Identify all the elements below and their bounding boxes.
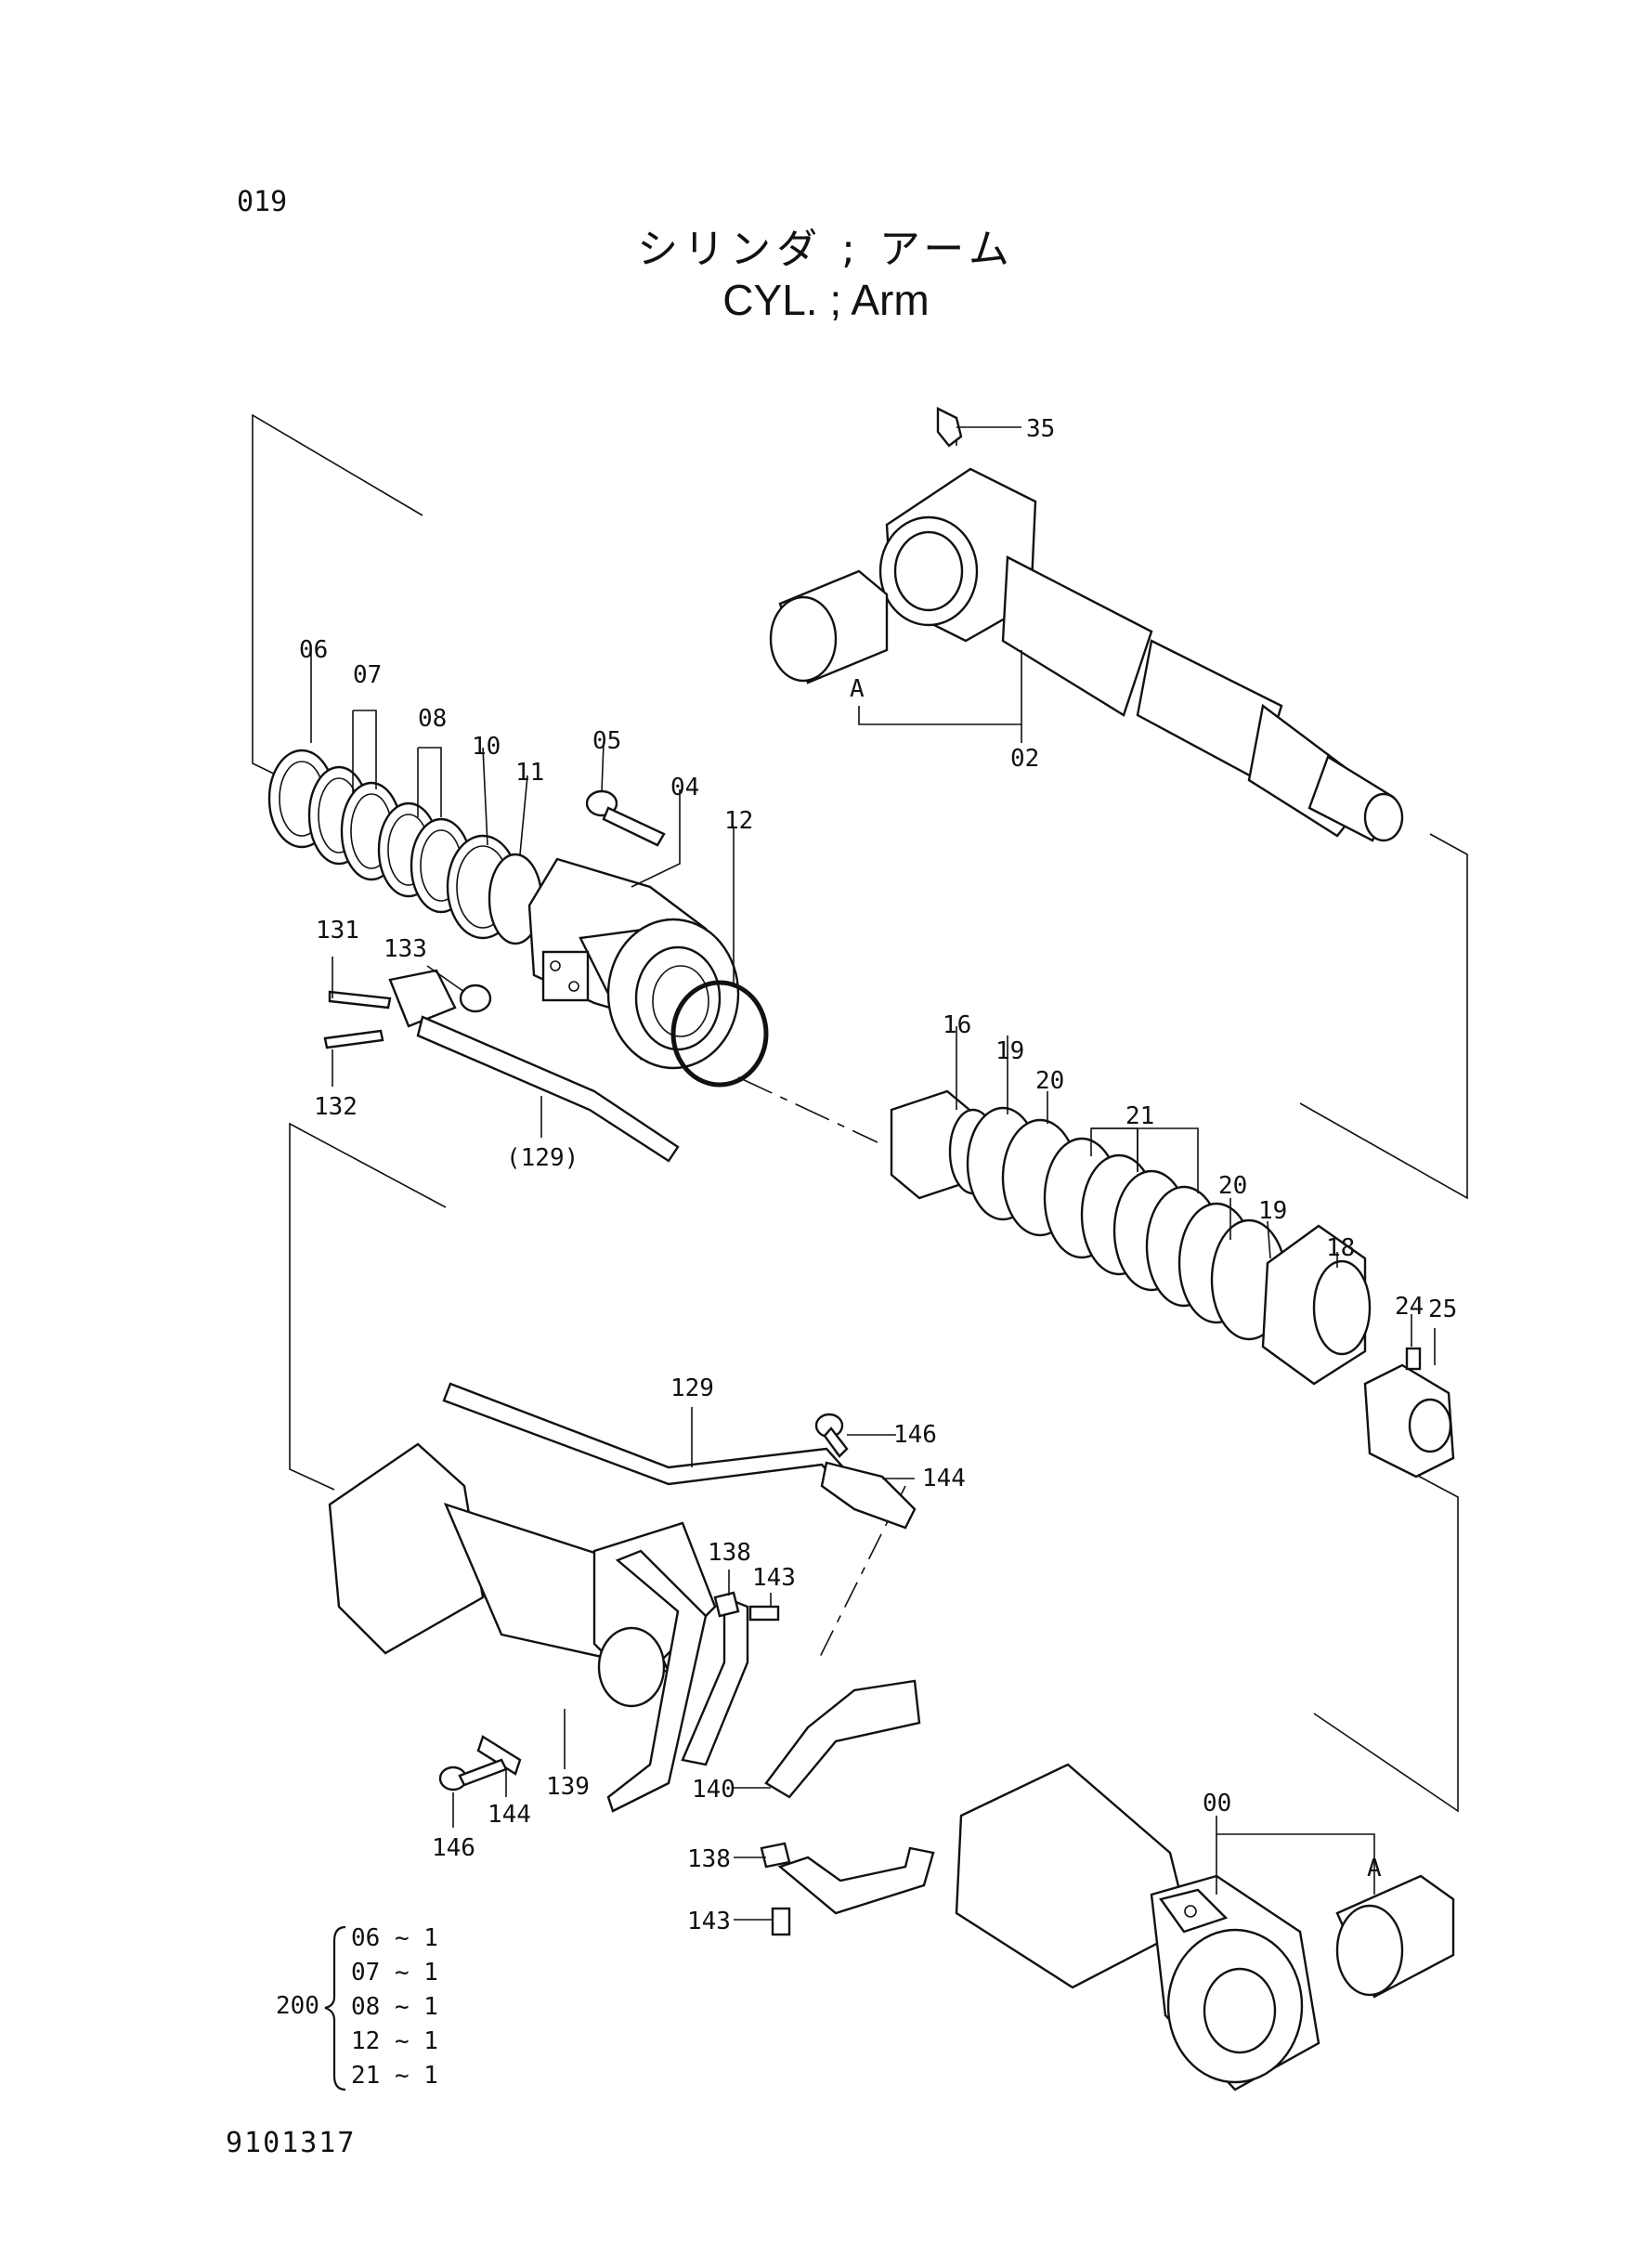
callout-a-bottom: A [1367, 1855, 1382, 1883]
callout-12: 12 [724, 807, 753, 835]
callout-144-top: 144 [922, 1465, 966, 1492]
piston-rod-02 [878, 412, 1404, 842]
o-ring-12 [670, 980, 769, 1088]
callout-07: 07 [353, 661, 382, 689]
callout-132: 132 [314, 1093, 358, 1121]
callout-19-a: 19 [995, 1037, 1024, 1065]
callout-138-bottom: 138 [687, 1845, 731, 1873]
callout-10: 10 [472, 733, 501, 761]
pipe-129-lower [442, 1382, 917, 1530]
callout-00: 00 [1203, 1790, 1231, 1818]
cylinder-tube-lower [328, 1442, 717, 1708]
leader-lines [310, 426, 1436, 1921]
kit-item-08: 08 ~ 1 [351, 1993, 438, 2021]
callout-a-top: A [850, 675, 865, 703]
callout-143-top: 143 [752, 1564, 796, 1592]
callout-143-bottom: 143 [687, 1908, 731, 1935]
callout-131: 131 [316, 917, 359, 945]
bolt-146-clip-144 [438, 1413, 849, 1791]
kit-item-12: 12 ~ 1 [351, 2027, 438, 2055]
callout-138-top: 138 [708, 1539, 751, 1567]
bushing-a-bottom [1335, 1874, 1455, 1999]
callout-19-b: 19 [1258, 1197, 1287, 1225]
cylinder-tube-00 [955, 1763, 1320, 2091]
callout-21: 21 [1125, 1102, 1154, 1130]
flange-and-bolts-131-132 [323, 969, 457, 1049]
pipe-129-upper [416, 1015, 680, 1163]
callout-20-b: 20 [1218, 1172, 1247, 1200]
bushing-a-top [769, 569, 889, 684]
callout-04: 04 [670, 774, 699, 801]
callout-146-top: 146 [893, 1421, 937, 1449]
kit-number: 200 [276, 1992, 319, 2020]
title-japanese: シリンダ ; アーム [637, 226, 1015, 273]
callout-140: 140 [692, 1776, 735, 1804]
seal-set [267, 749, 543, 945]
bolt-05 [585, 789, 666, 847]
callout-16: 16 [943, 1011, 971, 1039]
callout-18: 18 [1326, 1234, 1355, 1262]
callout-02: 02 [1010, 745, 1039, 773]
callout-25: 25 [1428, 1296, 1457, 1323]
kit-item-07: 07 ~ 1 [351, 1959, 438, 1987]
title-english: CYL. ; Arm [722, 276, 930, 324]
callout-129-ref: (129) [506, 1144, 579, 1172]
clamps-139-140 [606, 1549, 935, 1915]
kit-item-06: 06 ~ 1 [351, 1924, 438, 1952]
callout-11: 11 [515, 759, 544, 787]
callout-146-bottom: 146 [432, 1834, 475, 1862]
piston-assembly [890, 1089, 1372, 1386]
callout-06: 06 [299, 636, 328, 664]
oring-133 [459, 984, 492, 1013]
kit-item-21: 21 ~ 1 [351, 2062, 438, 2090]
page-number: 019 [237, 186, 288, 218]
callout-20-a: 20 [1035, 1067, 1064, 1095]
callout-08: 08 [418, 705, 447, 733]
kit-list: 200 06 ~ 1 07 ~ 1 08 ~ 1 12 ~ 1 21 ~ 1 [276, 1924, 438, 2091]
callout-24: 24 [1395, 1293, 1424, 1321]
document-code: 9101317 [226, 2127, 357, 2159]
nut-25-screw-24 [1363, 1347, 1455, 1479]
callout-133: 133 [384, 935, 427, 963]
callout-129: 129 [670, 1375, 714, 1402]
cylinder-head-04 [527, 857, 740, 1070]
callout-144-bottom: 144 [488, 1801, 531, 1829]
callout-labels: 35 A 02 06 07 08 10 11 05 04 12 131 133 … [299, 415, 1457, 1935]
callout-139: 139 [546, 1773, 590, 1801]
clip-138-and-screws-143 [713, 1591, 791, 1936]
callout-05: 05 [592, 727, 621, 755]
grease-fitting-35 [936, 407, 963, 448]
callout-35: 35 [1026, 415, 1055, 443]
